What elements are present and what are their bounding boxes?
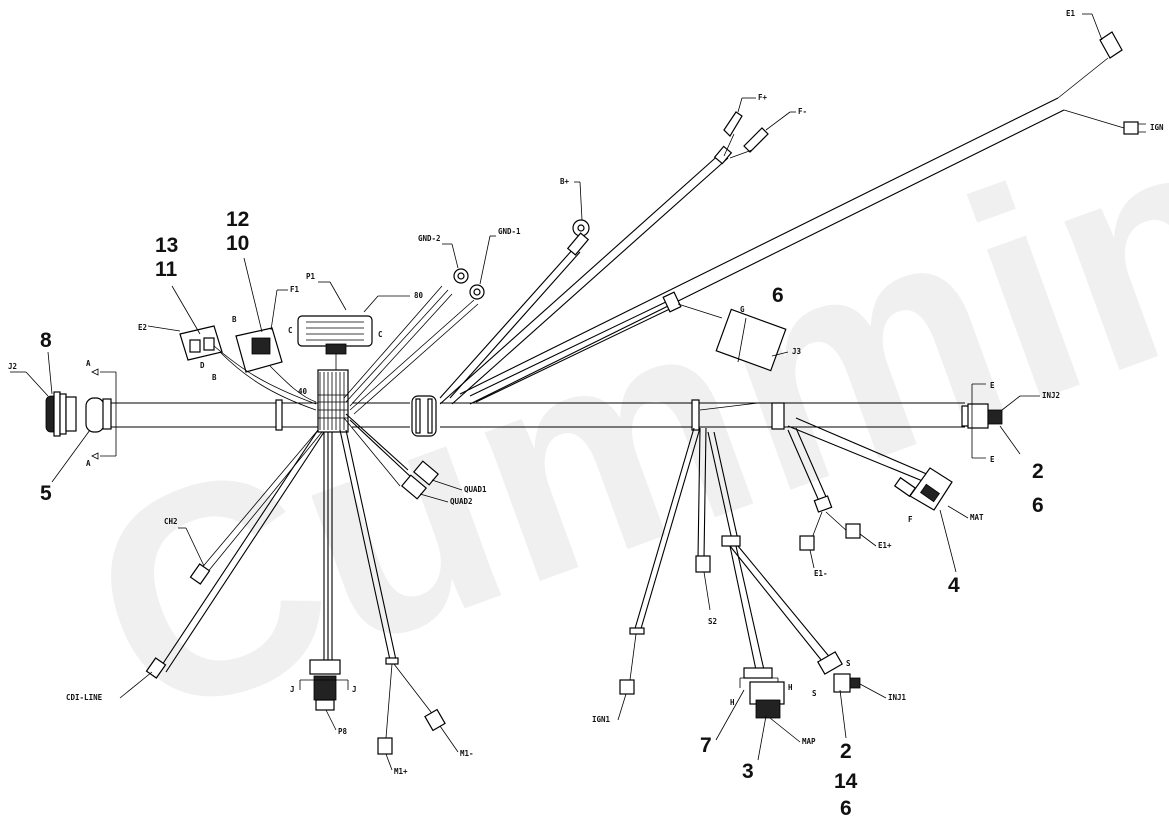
label-p1: P1: [306, 272, 316, 281]
watermark: Cummins: [51, 2, 1169, 785]
label-m1plus: M1+: [394, 767, 408, 776]
label-ign1: IGN1: [592, 715, 611, 724]
callout-10: 10: [226, 232, 249, 255]
label-f1: F1: [290, 285, 300, 294]
label-ign-top: IGN: [1150, 123, 1164, 132]
section-c-left: C: [288, 326, 293, 335]
label-mat: MAT: [970, 513, 984, 522]
branch-cdi: CH2 CDI-LINE: [66, 429, 325, 702]
section-s-bottom: S: [812, 689, 817, 698]
label-fplus: F+: [758, 93, 768, 102]
ground-terminals: GND-2 GND-1: [343, 227, 521, 415]
callout-2-inj1: 2: [840, 740, 852, 763]
section-f: F: [908, 515, 913, 524]
label-inj2: INJ2: [1042, 391, 1060, 400]
label-p8: P8: [338, 727, 348, 736]
label-cdi-line: CDI-LINE: [66, 693, 103, 702]
callout-2-inj2: 2: [1032, 460, 1044, 483]
section-h-right: H: [788, 683, 793, 692]
callout-6-inj2: 6: [1032, 494, 1044, 517]
label-fminus: F-: [798, 107, 807, 116]
label-40: 40: [298, 387, 308, 396]
label-inj1: INJ1: [888, 693, 907, 702]
branch-f: F+ F-: [439, 93, 807, 405]
label-e1: E1: [1066, 9, 1076, 18]
callout-8: 8: [40, 329, 52, 352]
branch-e1-ign: E1 IGN: [459, 9, 1164, 405]
section-h-left: H: [730, 698, 735, 707]
branch-j3: J3 G 6: [469, 284, 802, 403]
label-quad2: QUAD2: [450, 497, 473, 506]
branch-p8: J J P8: [290, 432, 357, 736]
callout-6-inj1: 6: [840, 797, 852, 820]
label-gnd2: GND-2: [418, 234, 441, 243]
section-a-top: A: [86, 359, 91, 368]
callout-13: 13: [155, 234, 178, 257]
branch-mat: MAT F: [787, 417, 984, 524]
label-m1minus: M1-: [460, 749, 474, 758]
main-trunk: [110, 395, 971, 437]
callout-12: 12: [226, 208, 249, 231]
callout-3: 3: [742, 760, 754, 783]
label-80: 80: [414, 291, 424, 300]
label-gnd1: GND-1: [498, 227, 521, 236]
label-e1plus: E1+: [878, 541, 892, 550]
callout-5: 5: [40, 482, 52, 505]
section-s-top: S: [846, 659, 851, 668]
branch-bplus: B+: [439, 177, 590, 399]
section-j-left: J: [290, 685, 295, 694]
label-quad1: QUAD1: [464, 485, 487, 494]
connector-j2: J2 A A: [8, 359, 117, 468]
callout-11: 11: [155, 258, 178, 281]
callout-6-j3: 6: [772, 284, 784, 307]
section-e-bottom: E: [990, 455, 995, 464]
label-j2: J2: [8, 362, 17, 371]
callout-14: 14: [834, 770, 858, 793]
callout-4: 4: [948, 574, 960, 597]
watermark-text: Cummins: [51, 2, 1169, 785]
section-c-right: C: [378, 330, 383, 339]
section-g-top: G: [740, 305, 745, 314]
branch-m1: M1+ M1-: [339, 429, 474, 776]
branch-e1-sensor: E1+ E1-: [787, 427, 892, 578]
label-s2: S2: [708, 617, 717, 626]
junction-bundle: [317, 369, 349, 433]
section-a-bottom: A: [86, 459, 91, 468]
section-j-right: J: [352, 685, 357, 694]
connector-cluster-e2-f1: E2 F1 B B D C C: [138, 285, 383, 411]
branch-quad: QUAD1 QUAD2: [343, 413, 487, 506]
branch-lower-right: IGN1 S2: [592, 427, 833, 724]
label-map: MAP: [802, 737, 816, 746]
section-d: D: [200, 361, 205, 370]
section-e-top: E: [990, 381, 995, 390]
item-callouts: 13 11 12 10 8 5 2 6 4 7 3 2 14 6: [40, 208, 1044, 820]
label-e1minus: E1-: [814, 569, 828, 578]
label-bplus: B+: [560, 177, 570, 186]
connector-map: MAP H H: [730, 667, 816, 746]
label-e2: E2: [138, 323, 147, 332]
connector-inj1: INJ1 S S: [812, 651, 907, 702]
label-j3: J3: [792, 347, 802, 356]
section-b-bottom: B: [212, 373, 217, 382]
connector-inj2: INJ2 E E: [967, 381, 1060, 464]
section-b-top: B: [232, 315, 237, 324]
callout-7: 7: [700, 734, 712, 757]
label-ch2: CH2: [164, 517, 178, 526]
connector-p1: P1 80 40: [297, 272, 424, 396]
